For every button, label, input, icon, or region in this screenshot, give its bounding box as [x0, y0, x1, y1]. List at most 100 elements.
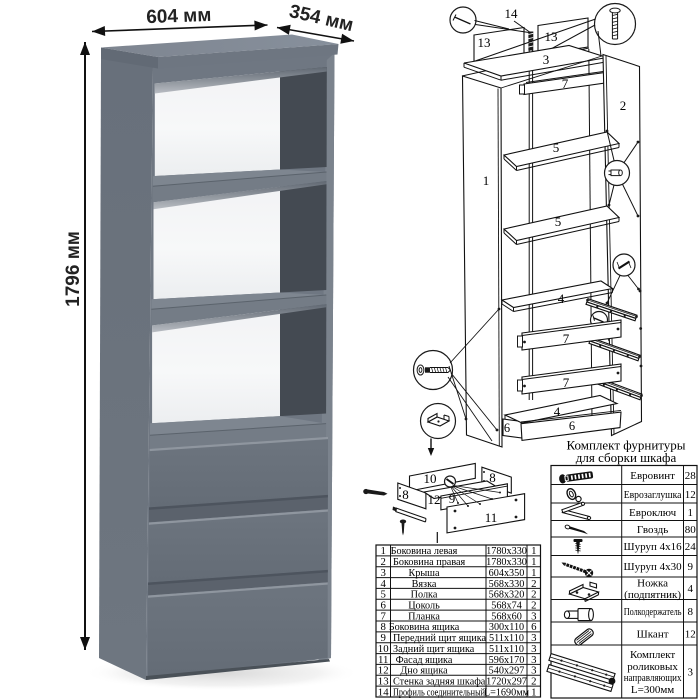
svg-text:6: 6 — [380, 600, 386, 612]
svg-text:Ножка: Ножка — [637, 578, 668, 590]
svg-text:568х60: 568х60 — [491, 611, 522, 622]
svg-text:Профиль соединительный: Профиль соединительный — [393, 687, 485, 698]
svg-text:1: 1 — [531, 556, 536, 568]
svg-text:540х297: 540х297 — [489, 666, 525, 677]
svg-text:4: 4 — [558, 291, 565, 306]
svg-text:3: 3 — [543, 52, 550, 67]
svg-text:3: 3 — [531, 665, 536, 677]
svg-text:604 мм: 604 мм — [146, 5, 212, 28]
svg-text:7: 7 — [380, 610, 386, 622]
svg-text:7: 7 — [563, 375, 570, 390]
svg-text:568х320: 568х320 — [489, 590, 525, 601]
svg-text:Задний щит ящика: Задний щит ящика — [393, 644, 475, 655]
svg-text:12: 12 — [685, 489, 696, 501]
svg-text:9: 9 — [380, 632, 385, 644]
svg-text:Шуруп 4х30: Шуруп 4х30 — [624, 561, 683, 573]
svg-text:Шуруп 4х16: Шуруп 4х16 — [624, 541, 683, 553]
svg-text:11: 11 — [378, 654, 388, 666]
svg-text:роликовых: роликовых — [627, 661, 678, 673]
svg-text:Боковина левая: Боковина левая — [391, 546, 458, 557]
svg-text:8: 8 — [402, 487, 409, 502]
svg-text:Еврозаглушка: Еврозаглушка — [624, 489, 682, 501]
svg-text:13: 13 — [478, 35, 491, 50]
svg-text:1796 мм: 1796 мм — [63, 231, 84, 307]
svg-text:2: 2 — [531, 600, 536, 612]
svg-text:Стенка задняя шкафа: Стенка задняя шкафа — [393, 677, 486, 688]
svg-text:Крыша: Крыша — [408, 568, 440, 579]
svg-text:1780х330: 1780х330 — [486, 546, 527, 557]
svg-text:Полкодержатель: Полкодержатель — [624, 606, 682, 618]
svg-text:Шкант: Шкант — [637, 629, 669, 641]
svg-text:2: 2 — [531, 589, 536, 601]
svg-text:Планка: Планка — [408, 611, 440, 622]
svg-text:28: 28 — [685, 470, 697, 482]
svg-text:1720х297: 1720х297 — [486, 677, 527, 688]
svg-text:L=300мм: L=300мм — [631, 684, 674, 696]
svg-text:Вязка: Вязка — [412, 579, 437, 590]
svg-text:для сборки шкафа: для сборки шкафа — [576, 450, 677, 465]
svg-text:Боковина правая: Боковина правая — [393, 557, 466, 568]
svg-text:Евроключ: Евроключ — [629, 507, 677, 519]
svg-text:10: 10 — [424, 471, 437, 486]
svg-text:Комплект: Комплект — [630, 649, 675, 661]
svg-text:80: 80 — [685, 524, 697, 536]
svg-text:L=1690мм: L=1690мм — [484, 687, 530, 698]
svg-text:1: 1 — [531, 545, 536, 557]
svg-text:1: 1 — [531, 686, 536, 698]
svg-text:24: 24 — [685, 541, 697, 553]
svg-text:5: 5 — [553, 140, 560, 155]
svg-text:Боковина ящика: Боковина ящика — [389, 622, 460, 633]
svg-text:13: 13 — [545, 29, 558, 44]
svg-text:3: 3 — [687, 667, 693, 679]
svg-text:3: 3 — [531, 654, 536, 666]
svg-text:6: 6 — [531, 621, 537, 633]
svg-text:300х110: 300х110 — [489, 622, 524, 633]
svg-text:1: 1 — [380, 545, 385, 557]
svg-text:511х110: 511х110 — [489, 633, 524, 644]
svg-text:1: 1 — [483, 173, 490, 188]
svg-text:10: 10 — [378, 643, 389, 655]
svg-text:14: 14 — [505, 6, 519, 21]
svg-text:2: 2 — [380, 556, 385, 568]
svg-text:2: 2 — [531, 578, 536, 590]
svg-text:5: 5 — [380, 589, 385, 601]
svg-text:568х330: 568х330 — [489, 579, 525, 590]
svg-text:3: 3 — [531, 610, 536, 622]
svg-text:Передний щит ящика: Передний щит ящика — [393, 633, 487, 644]
svg-text:12: 12 — [378, 665, 389, 677]
svg-text:3: 3 — [531, 643, 536, 655]
svg-text:Полка: Полка — [411, 590, 438, 601]
svg-text:1: 1 — [531, 567, 536, 579]
svg-text:4: 4 — [554, 404, 561, 419]
svg-text:8: 8 — [489, 470, 496, 485]
svg-text:6: 6 — [569, 419, 575, 433]
svg-text:8: 8 — [687, 606, 693, 618]
svg-text:4: 4 — [380, 578, 386, 590]
svg-text:511х110: 511х110 — [489, 644, 524, 655]
svg-text:2: 2 — [531, 676, 536, 688]
svg-text:11: 11 — [485, 510, 498, 525]
svg-text:12: 12 — [685, 629, 696, 641]
svg-text:направляющих: направляющих — [624, 672, 682, 684]
svg-text:3: 3 — [380, 567, 385, 579]
svg-text:568х74: 568х74 — [491, 601, 522, 612]
svg-text:596х170: 596х170 — [489, 655, 525, 666]
svg-text:9: 9 — [449, 491, 456, 506]
svg-text:4: 4 — [687, 583, 693, 595]
svg-text:5: 5 — [555, 214, 562, 229]
svg-text:Фасад ящика: Фасад ящика — [396, 655, 453, 666]
svg-text:1780х330: 1780х330 — [486, 557, 527, 568]
svg-text:(подпятник): (подпятник) — [624, 589, 681, 601]
svg-text:Гвоздь: Гвоздь — [637, 524, 668, 536]
svg-text:Дно ящика: Дно ящика — [400, 666, 448, 677]
svg-text:8: 8 — [380, 621, 385, 633]
svg-text:14: 14 — [378, 686, 389, 698]
svg-text:604х350: 604х350 — [489, 568, 525, 579]
svg-text:9: 9 — [687, 561, 693, 573]
svg-text:13: 13 — [378, 676, 389, 688]
svg-text:1: 1 — [687, 507, 693, 519]
svg-text:Евровинт: Евровинт — [630, 470, 675, 482]
svg-text:Цоколь: Цоколь — [408, 601, 440, 612]
svg-text:12: 12 — [428, 492, 441, 507]
svg-text:6: 6 — [504, 421, 510, 435]
